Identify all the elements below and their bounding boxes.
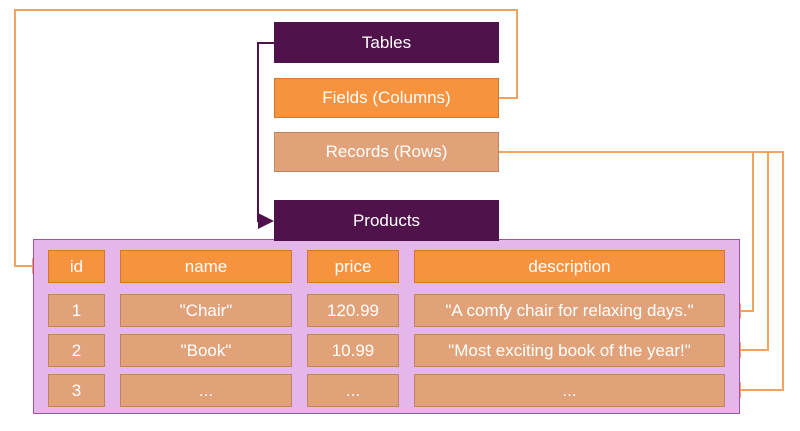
cell-value: ... [562,380,577,400]
header-label: name [184,256,228,276]
table-cell: 120.99 [307,294,399,327]
cell-value: 2 [71,340,82,360]
products-label: Products [352,210,421,230]
header-cell-name: name [120,250,292,283]
fields-to-header-connector [14,9,518,274]
cell-value: "Chair" [179,300,233,320]
table-cell: "A comfy chair for relaxing days." [414,294,725,327]
fields-label: Fields (Columns) [322,88,451,107]
header-label: description [528,256,611,276]
cell-value: "Most exciting book of the year!" [448,340,691,360]
tables-box: Tables [274,22,499,63]
table-cell: 10.99 [307,334,399,367]
products-box: Products [274,200,499,241]
records-label: Records (Rows) [325,142,448,161]
table-cell: "Most exciting book of the year!" [414,334,725,367]
table-cell: "Chair" [120,294,292,327]
cell-value: ... [345,380,361,400]
header-label: id [69,256,84,276]
table-cell: 3 [48,374,105,407]
cell-value: ... [198,380,214,400]
table-cell: ... [414,374,725,407]
records-box: Records (Rows) [274,132,499,172]
records-to-row3-connector [499,151,784,398]
fields-box: Fields (Columns) [274,78,499,118]
tables-to-products-connector [257,42,274,229]
table-cell: ... [120,374,292,407]
cell-value: "A comfy chair for relaxing days." [445,300,694,320]
header-label: price [334,256,372,276]
table-cell: 2 [48,334,105,367]
table-cell: 1 [48,294,105,327]
header-cell-price: price [307,250,399,283]
cell-value: 10.99 [331,340,375,360]
header-cell-id: id [48,250,105,283]
cell-value: 120.99 [327,300,379,320]
cell-value: 3 [71,380,82,400]
table-cell: "Book" [120,334,292,367]
table-cell: ... [307,374,399,407]
cell-value: "Book" [180,340,232,360]
tables-label: Tables [361,32,412,52]
header-cell-description: description [414,250,725,283]
cell-value: 1 [71,300,82,320]
